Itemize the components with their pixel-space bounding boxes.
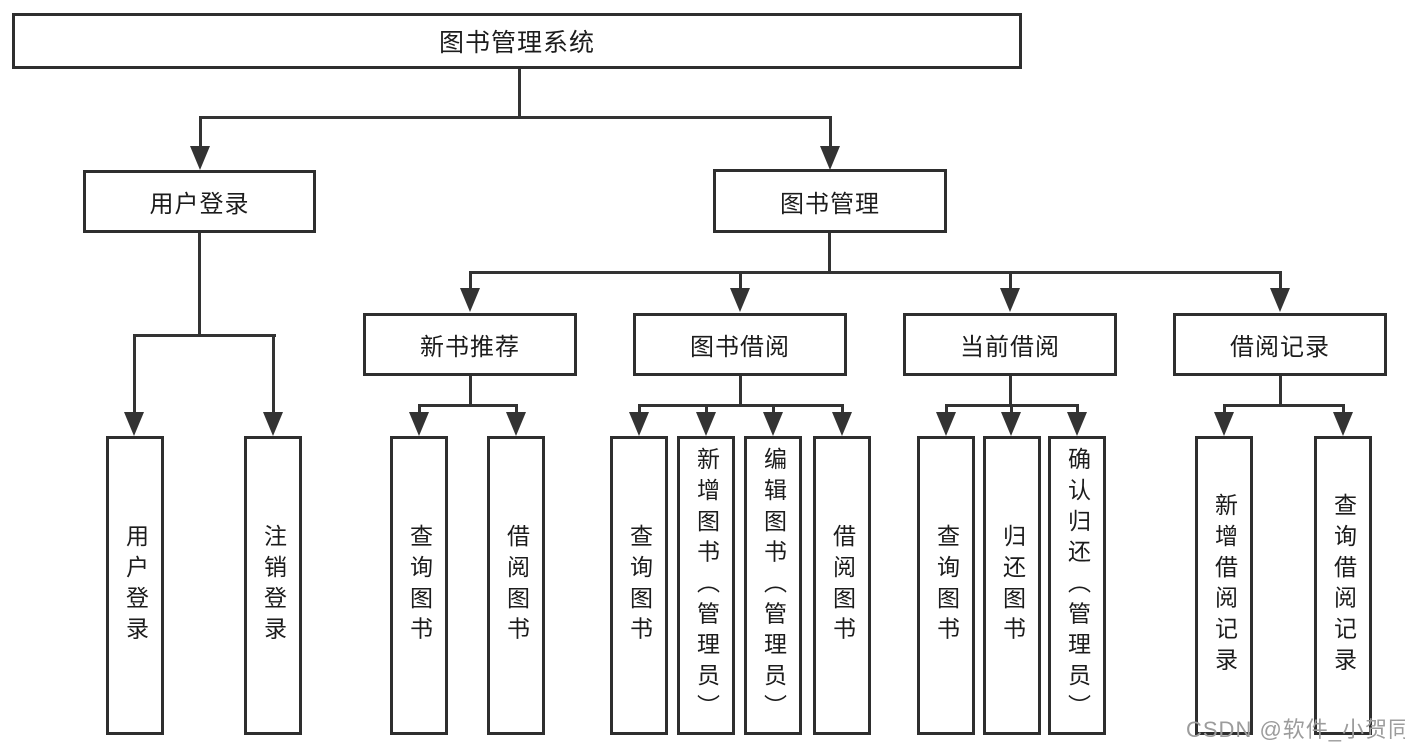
connector-line [1010, 404, 1013, 418]
arrow-down-icon [1214, 412, 1234, 436]
csdn-watermark: CSDN @软件_小贺同学 [1186, 717, 1405, 742]
connector-line [841, 404, 844, 418]
arrow-down-icon [124, 412, 144, 436]
leaf-query-books-borrow: 查询图书 [610, 436, 668, 735]
arrow-down-icon [1067, 412, 1087, 436]
leaf-borrow-books: 借阅图书 [813, 436, 871, 735]
arrow-down-icon [1000, 288, 1020, 312]
leaf-query-books-recommend: 查询图书 [390, 436, 448, 735]
connector-line [199, 116, 202, 148]
leaf-logout: 注销登录 [244, 436, 302, 735]
connector-line [638, 404, 641, 418]
arrow-down-icon [820, 146, 840, 170]
connector-line [772, 404, 775, 418]
connector-line [199, 116, 832, 119]
connector-line [1342, 404, 1345, 418]
arrow-down-icon [1333, 412, 1353, 436]
connector-line [518, 68, 521, 118]
connector-line [1279, 271, 1282, 293]
connector-line [1223, 404, 1344, 407]
arrow-down-icon [730, 288, 750, 312]
connector-line [198, 232, 201, 336]
node-root: 图书管理系统 [12, 13, 1022, 69]
leaf-return-books: 归还图书 [983, 436, 1041, 735]
connector-line [739, 375, 742, 407]
connector-line [638, 404, 844, 407]
connector-line [418, 404, 517, 407]
leaf-add-books-admin: 新增图书（管理员） [677, 436, 735, 735]
node-borrow-record: 借阅记录 [1173, 313, 1387, 376]
node-book-borrow: 图书借阅 [633, 313, 847, 376]
connector-line [828, 232, 831, 273]
connector-line [1279, 375, 1282, 407]
connector-line [1009, 375, 1012, 407]
node-user-login: 用户登录 [83, 170, 316, 233]
connector-line [469, 271, 472, 293]
arrow-down-icon [263, 412, 283, 436]
leaf-confirm-return-admin: 确认归还（管理员） [1048, 436, 1106, 735]
leaf-query-borrow-record: 查询借阅记录 [1314, 436, 1372, 735]
node-book-management: 图书管理 [713, 169, 947, 233]
leaf-add-borrow-record: 新增借阅记录 [1195, 436, 1253, 735]
connector-line [418, 404, 421, 418]
connector-line [705, 404, 708, 418]
connector-line [945, 404, 948, 418]
leaf-edit-books-admin: 编辑图书（管理员） [744, 436, 802, 735]
arrow-down-icon [506, 412, 526, 436]
leaf-user-login: 用户登录 [106, 436, 164, 735]
arrow-down-icon [629, 412, 649, 436]
connector-line [515, 404, 518, 418]
connector-line [739, 271, 742, 293]
arrow-down-icon [460, 288, 480, 312]
arrow-down-icon [936, 412, 956, 436]
leaf-query-books-current: 查询图书 [917, 436, 975, 735]
arrow-down-icon [832, 412, 852, 436]
leaf-borrow-books-recommend: 借阅图书 [487, 436, 545, 735]
connector-line [469, 375, 472, 407]
arrow-down-icon [1001, 412, 1021, 436]
node-current-borrow: 当前借阅 [903, 313, 1117, 376]
connector-line [1076, 404, 1079, 418]
connector-line [469, 271, 1281, 274]
arrow-down-icon [696, 412, 716, 436]
connector-line [1223, 404, 1226, 418]
connector-line [829, 116, 832, 148]
connector-line [133, 334, 136, 416]
connector-line [133, 334, 276, 337]
arrow-down-icon [763, 412, 783, 436]
node-new-book-recommend: 新书推荐 [363, 313, 577, 376]
arrow-down-icon [409, 412, 429, 436]
arrow-down-icon [1270, 288, 1290, 312]
connector-line [272, 334, 275, 416]
arrow-down-icon [190, 146, 210, 170]
connector-line [1009, 271, 1012, 293]
